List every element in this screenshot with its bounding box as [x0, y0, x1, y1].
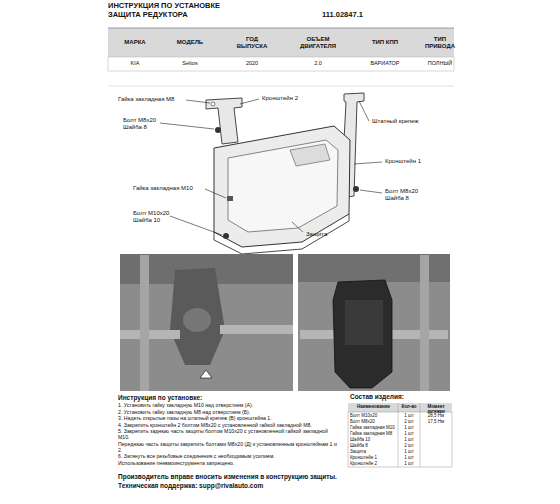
- skid-plate: [214, 126, 350, 247]
- table-header-cell: Кол-во: [398, 404, 420, 409]
- doc-title: ИНСТРУКЦИЯ ПО УСТАНОВКЕ: [108, 2, 308, 11]
- part-label: Гайка закладная М10: [133, 185, 205, 192]
- table-cell: 2 шт: [398, 443, 420, 448]
- table-cell: 1 шт: [398, 461, 420, 466]
- table-header-cell: ОБЪЕМ ДВИГАТЕЛЯ: [292, 36, 344, 50]
- section-heading: Состав изделия:: [350, 393, 450, 400]
- part-number: 111.02847.1: [322, 11, 412, 20]
- footer-note: Техническая поддержка: supp@rivalauto.co…: [118, 482, 448, 489]
- part-label: Болт М10х20 Шайба 10: [133, 210, 171, 224]
- instruction-step: 1. Установить гайку закладную М10 над от…: [118, 403, 340, 409]
- part-label: Кронштейн 2: [262, 95, 322, 102]
- instruction-step: 4. Закрепить кронштейн 2 болтом М8х20 с …: [118, 423, 340, 429]
- instruction-step: 6. Затянуть все резьбовые соединения с н…: [118, 454, 340, 460]
- table-cell: Гайка закладная М8: [350, 431, 398, 436]
- table-header: [108, 28, 454, 57]
- housing: [183, 308, 211, 332]
- part-label: Гайка закладная М8: [118, 96, 188, 103]
- plate-rib: [345, 300, 383, 345]
- table-cell: Защита: [350, 449, 398, 454]
- footer-note: Производитель вправе вносить изменения в…: [118, 473, 448, 480]
- table-cell: 17,5 Нм: [420, 419, 452, 424]
- installed-plate: [333, 280, 392, 388]
- bolt-m10: [223, 233, 229, 239]
- bolt-m8: [353, 186, 359, 192]
- part-label: Болт М8х20 Шайба 8: [123, 117, 161, 131]
- shaft: [120, 330, 180, 339]
- plate-edge: [214, 214, 349, 254]
- table-header-cell: МОДЕЛЬ: [163, 39, 217, 46]
- instruction-step: Использование пневмоинструмента запрещен…: [118, 461, 340, 467]
- leader-line: [292, 222, 303, 232]
- table-cell: 1 шт: [398, 449, 420, 454]
- table-cell: 1 шт: [398, 425, 420, 430]
- table-cell: Seltos: [163, 60, 217, 66]
- table-header-cell: ГОД ВЫПУСКА: [232, 36, 272, 50]
- part-label: Защита: [306, 231, 346, 238]
- doc-subtitle: ЗАЩИТА РЕДУКТОРА: [108, 11, 308, 20]
- table-cell: Шайба 8: [350, 443, 398, 448]
- table-cell: 2 шт: [398, 419, 420, 424]
- leader-line: [205, 189, 226, 198]
- rule: [398, 403, 399, 467]
- table-cell: 1 шт: [398, 431, 420, 436]
- part-label: Болт М8х20 Шайба 8: [385, 188, 425, 202]
- part-label: Штатный крепеж: [372, 118, 447, 125]
- rule: [108, 86, 454, 87]
- pipe: [420, 255, 429, 391]
- table-cell: 1 шт: [398, 455, 420, 460]
- table-header-cell: Наименование: [349, 404, 398, 409]
- instruction-step: 3. Надеть открытые пазы на штатный крепе…: [118, 416, 340, 422]
- plate-rib: [228, 140, 338, 232]
- section-heading: Инструкция по установке:: [118, 394, 318, 401]
- shaft: [220, 325, 293, 334]
- leader-line: [354, 162, 382, 164]
- table-body: [348, 412, 452, 467]
- leader-line: [170, 216, 222, 235]
- photo: [298, 254, 450, 391]
- table-cell: 1 шт: [398, 413, 420, 418]
- leader-line: [186, 100, 210, 103]
- table-cell: 1 шт: [398, 437, 420, 442]
- table-cell: Шайба 10: [350, 437, 398, 442]
- arrow-marker: [200, 370, 212, 378]
- leader-line: [359, 101, 369, 121]
- table-row: [108, 57, 454, 71]
- table-cell: 2020: [225, 60, 279, 66]
- pipe: [140, 255, 149, 391]
- table-cell: 28,5 Нм: [420, 413, 452, 418]
- table-cell: Кронштейн 1: [350, 455, 398, 460]
- table-header-cell: Момент затяжки: [420, 404, 452, 414]
- table-cell: Болт М10х20: [350, 413, 398, 418]
- table-header-cell: МАРКА: [108, 39, 162, 46]
- gearbox: [170, 268, 225, 365]
- hole: [211, 102, 215, 106]
- rule: [420, 403, 421, 467]
- leader-line: [360, 190, 382, 193]
- table-cell: KIA: [108, 60, 162, 66]
- table-cell: ПОЛНЫЙ: [413, 60, 467, 66]
- instruction-step: 2. Установить гайку закладную М8 над отв…: [118, 410, 340, 416]
- table-header-cell: ТИП КПП: [358, 39, 412, 46]
- photo: [120, 254, 293, 391]
- nut-m10: [227, 196, 233, 201]
- plate-pad: [290, 144, 330, 166]
- instruction-step: Переднюю часть защиты закрепить болтами …: [118, 442, 340, 454]
- table-header-cell: ТИП ПРИВОДА: [420, 36, 460, 50]
- part-label: Кронштейн 1: [385, 158, 445, 165]
- bolt-m8: [215, 127, 221, 133]
- rule: [108, 28, 454, 29]
- table-cell: Кронштейн 2: [350, 461, 398, 466]
- table-cell: Болт М8х20: [350, 419, 398, 424]
- table-cell: ВАРИАТОР: [358, 60, 412, 66]
- leader-line: [240, 99, 259, 104]
- table-cell: 2.0: [291, 60, 345, 66]
- table-cell: Гайка закладная М10: [350, 425, 398, 430]
- instruction-step: 5. Закрепить заднюю часть защиты болтом …: [118, 429, 340, 441]
- leader-line: [160, 123, 214, 129]
- bracket-2: [206, 98, 242, 144]
